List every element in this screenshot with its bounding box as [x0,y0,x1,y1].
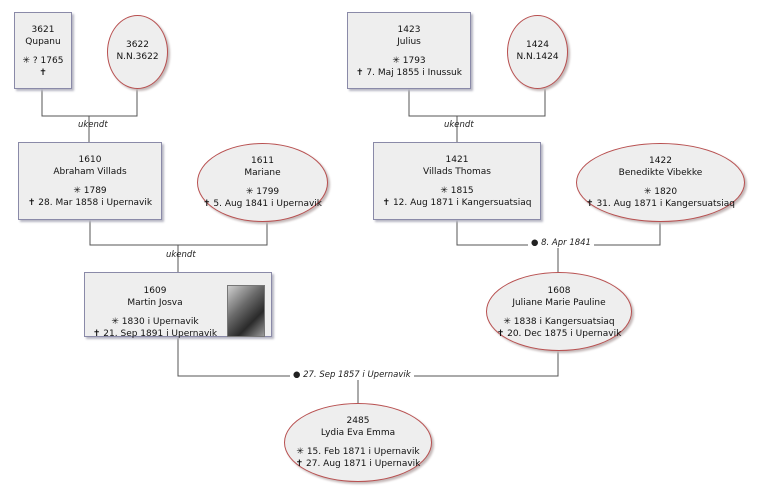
union-label-u2: ukendt [166,250,196,260]
person-name: Martin Josva [127,297,183,308]
union-label-u4: ● 8. Apr 1841 [528,238,594,248]
birth-info: ✳ 1793 [392,56,426,66]
person-id: 1421 [445,155,469,165]
birth-info: ✳ 1838 i Kangersuatsiaq [503,317,615,327]
person-name: N.N.1424 [516,51,559,62]
person-id: 1609 [143,286,167,296]
person-1423[interactable]: 1423 Julius ✳ 1793 ✝ 7. Maj 1855 i Inuss… [347,12,471,89]
person-photo[interactable] [227,285,265,337]
person-id: 1610 [78,155,102,165]
birth-info: ✳ 1815 [440,186,474,196]
person-name: Julius [397,36,421,47]
union-line-u2 [89,220,268,246]
union-label-u1: ukendt [78,120,108,130]
death-info: ✝ 28. Mar 1858 i Upernavik [27,197,153,208]
person-2485[interactable]: 2485 Lydia Eva Emma ✳ 15. Feb 1871 i Upe… [284,403,432,482]
person-id: 2485 [346,416,370,426]
person-1608[interactable]: 1608 Juliane Marie Pauline ✳ 1838 i Kang… [486,272,632,351]
person-name: Benedikte Vibekke [618,167,703,178]
death-info: ✝ 7. Maj 1855 i Inussuk [356,67,462,78]
birth-info: ✳ 1830 i Upernavik [111,317,199,327]
death-info: ✝ 5. Aug 1841 i Upernavik [202,198,323,209]
union-label-u5: ● 27. Sep 1857 i Upernavik [290,370,414,380]
person-1424[interactable]: 1424 N.N.1424 [507,15,568,89]
union-label-u3: ukendt [444,120,474,130]
birth-info: ✳ 1789 [73,186,107,196]
person-1611[interactable]: 1611 Mariane ✳ 1799 ✝ 5. Aug 1841 i Uper… [197,143,328,222]
person-name: Abraham Villads [53,166,127,177]
birth-info: ✳ 1799 [245,187,280,197]
person-1421[interactable]: 1421 Villads Thomas ✳ 1815 ✝ 12. Aug 187… [373,142,541,220]
death-info: ✝ 12. Aug 1871 i Kangersuatsiaq [382,197,532,208]
death-info: ✝ [39,67,47,78]
person-1610[interactable]: 1610 Abraham Villads ✳ 1789 ✝ 28. Mar 18… [18,142,162,220]
death-info: ✝ 31. Aug 1871 i Kangersuatsiaq [586,198,735,209]
union-line-u3 [408,89,546,117]
birth-info: ✳ ? 1765 [22,56,64,66]
person-id: 1608 [547,286,571,296]
person-id: 1422 [649,156,672,166]
person-3621[interactable]: 3621 Qupanu ✳ ? 1765 ✝ [14,12,72,89]
person-name: Lydia Eva Emma [320,427,396,438]
person-3622[interactable]: 3622 N.N.3622 [107,15,168,89]
person-id: 3622 [126,40,149,50]
person-id: 3621 [31,25,55,35]
person-id: 1424 [526,40,549,50]
person-id: 1423 [397,25,421,35]
person-name: Juliane Marie Pauline [512,297,606,308]
person-1422[interactable]: 1422 Benedikte Vibekke ✳ 1820 ✝ 31. Aug … [576,143,745,222]
death-info: ✝ 21. Sep 1891 i Upernavik [92,328,218,339]
birth-info: ✳ 15. Feb 1871 i Upernavik [296,447,420,457]
person-name: Mariane [244,167,281,178]
death-info: ✝ 27. Aug 1871 i Upernavik [295,458,421,469]
person-1609[interactable]: 1609 Martin Josva ✳ 1830 i Upernavik ✝ 2… [84,272,272,339]
person-name: Qupanu [25,36,61,47]
birth-info: ✳ 1820 [643,187,678,197]
death-info: ✝ 20. Dec 1875 i Upernavik [496,328,622,339]
person-name: Villads Thomas [423,166,491,177]
union-line-u1 [41,89,138,117]
person-id: 1611 [251,156,274,166]
person-name: N.N.3622 [116,51,159,62]
